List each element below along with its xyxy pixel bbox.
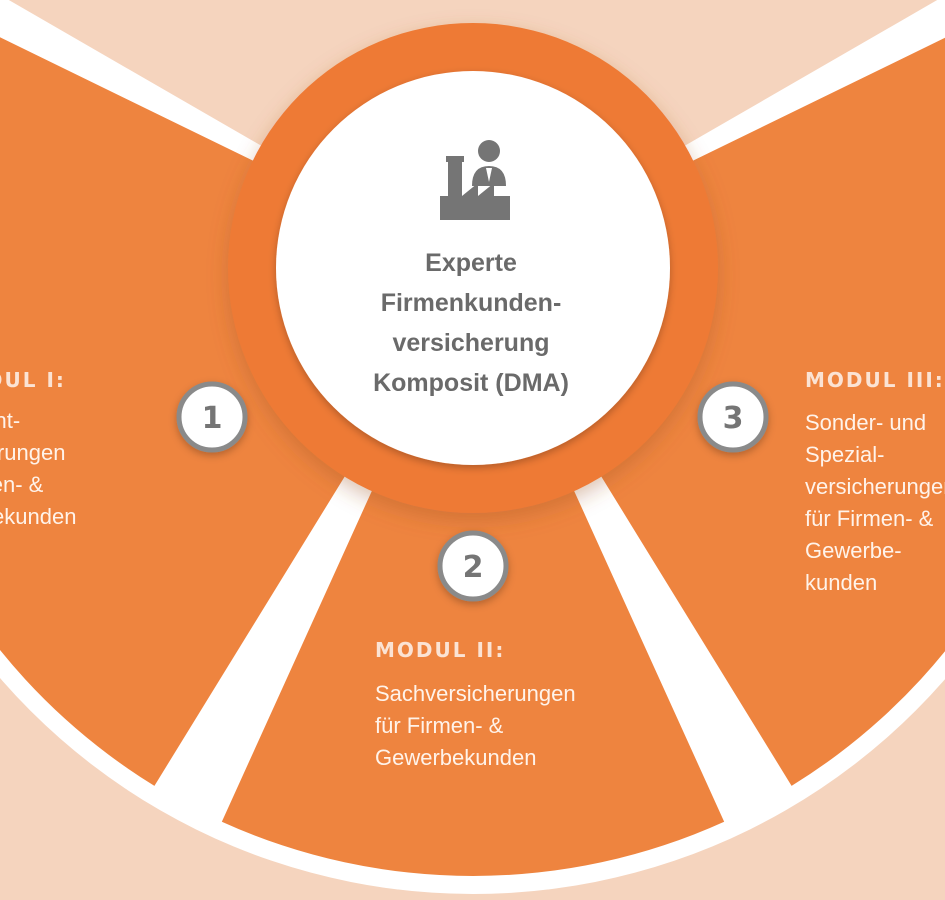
module-2-body-line-2: für Firmen- & bbox=[375, 713, 504, 738]
module-3-segment bbox=[593, 37, 945, 786]
center-white-disk bbox=[276, 71, 670, 465]
center-title-line-3: versicherung bbox=[392, 329, 549, 357]
module-2-body-line-3: Gewerbekunden bbox=[375, 745, 536, 770]
module-3-body-line-4: für Firmen- & bbox=[805, 506, 934, 531]
module-3-number-badge: 3 bbox=[697, 381, 769, 453]
module-2-segment bbox=[221, 477, 725, 877]
module-3-body-line-5: Gewerbe- bbox=[805, 538, 902, 563]
module-3-body-line-6: kunden bbox=[805, 570, 877, 595]
module-1-segment bbox=[0, 37, 353, 786]
module-1-number-badge: 1 bbox=[176, 381, 248, 453]
center-title-line-2: Firmenkunden- bbox=[381, 289, 562, 317]
module-1-text-group: MODUL I: Haftpflicht- versicherungen für… bbox=[0, 368, 76, 529]
module-2-number: 2 bbox=[463, 550, 484, 585]
module-1-title: MODUL I: bbox=[0, 368, 66, 392]
module-3-title: MODUL III: bbox=[805, 368, 945, 392]
center-title-line-1: Experte bbox=[425, 249, 517, 277]
module-1-body-line-4: Gewerbekunden bbox=[0, 504, 76, 529]
module-1-number: 1 bbox=[202, 401, 223, 436]
center-title-line-4: Komposit (DMA) bbox=[373, 369, 569, 397]
module-2-number-badge: 2 bbox=[437, 530, 509, 602]
module-3-body-line-3: versicherungen bbox=[805, 474, 945, 499]
module-3-number: 3 bbox=[723, 401, 744, 436]
module-2-title: MODUL II: bbox=[375, 638, 505, 662]
module-2-body-line-1: Sachversicherungen bbox=[375, 681, 576, 706]
module-3-body-line-2: Spezial- bbox=[805, 442, 884, 467]
module-3-body-line-1: Sonder- und bbox=[805, 410, 926, 435]
module-2-text-group: MODUL II: Sachversicherungen für Firmen-… bbox=[375, 638, 576, 770]
factory-businessman-icon bbox=[440, 140, 510, 220]
module-1-body-line-3: für Firmen- & bbox=[0, 472, 44, 497]
module-1-body-line-1: Haftpflicht- bbox=[0, 408, 20, 433]
module-3-text-group: MODUL III: Sonder- und Spezial- versiche… bbox=[805, 368, 945, 595]
module-1-body-line-2: versicherungen bbox=[0, 440, 65, 465]
